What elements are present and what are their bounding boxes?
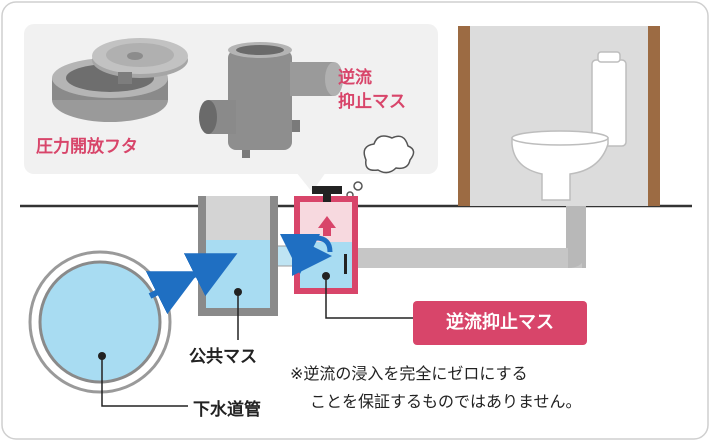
toilet-icon (511, 51, 627, 201)
public-basin-label: 公共マス (189, 347, 257, 367)
sewer-pipe (28, 250, 172, 394)
drain-pipe (350, 206, 586, 268)
puff-cloud (346, 135, 415, 199)
valve-label-line1: 逆流 (338, 68, 372, 88)
note-line1: ※逆流の浸入を完全にゼロにする (290, 364, 528, 383)
leader-lines (101, 276, 414, 407)
valve-product-image (199, 42, 343, 158)
valve-label-line2: 抑止マス (338, 92, 406, 112)
backflow-basin-badge: 逆流抑止マス (446, 312, 554, 333)
pressure-lid-image (52, 38, 188, 122)
note-line2: ことを保証するものではありません。 (310, 392, 582, 411)
badge-bg (413, 301, 587, 345)
lid-label: 圧力開放フタ (36, 137, 138, 157)
valve-product-label: 逆流 抑止マス (338, 66, 406, 114)
flow-arrow-1 (145, 271, 200, 315)
flow-arrow-2 (183, 253, 238, 297)
sewer-label: 下水道管 (193, 400, 261, 420)
disclaimer-note: ※逆流の浸入を完全にゼロにする ことを保証するものではありません。 (290, 360, 582, 416)
